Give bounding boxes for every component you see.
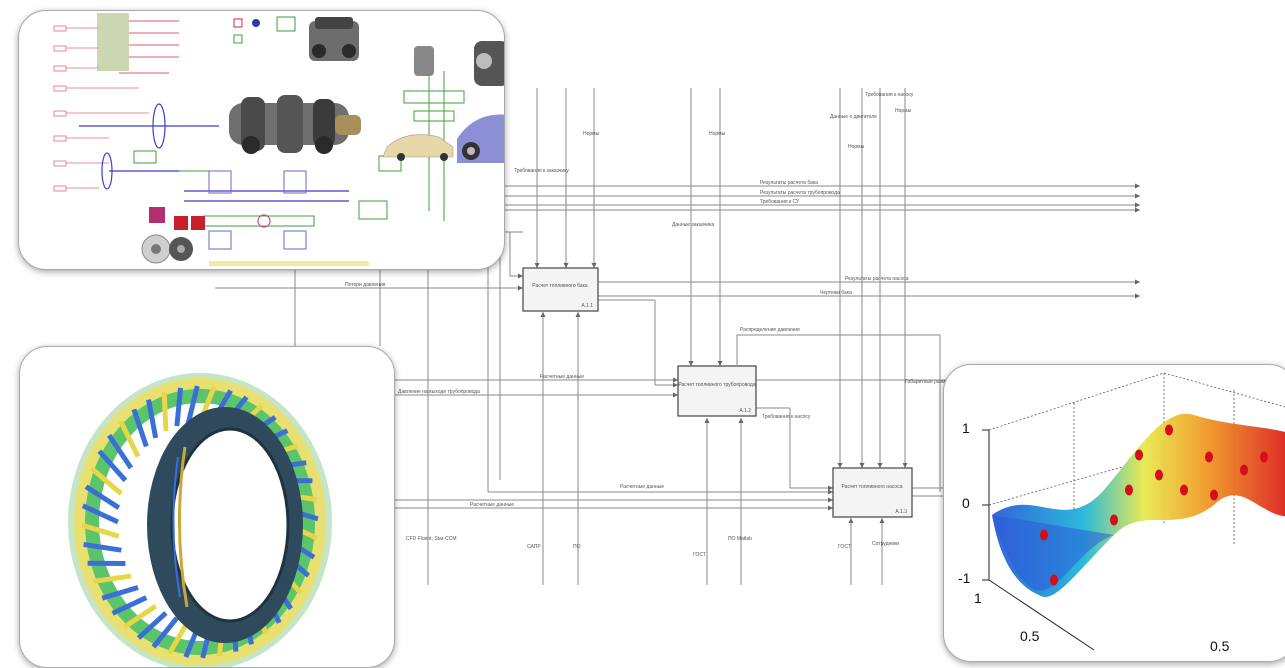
label-control-2: Нормы [583,131,600,137]
impeller-visualization [20,347,394,667]
data-point [1110,515,1118,526]
label-output-1: Результаты расчета бака [760,180,818,186]
data-point [1135,450,1143,461]
data-point [1210,490,1218,501]
data-point [1180,485,1188,496]
label-mid-6: Расчетные данные [470,502,514,508]
x-tick-1: 1 [974,590,982,606]
tire-inner-opening [172,429,288,621]
label-mid-4: Расчетные данные [620,484,664,490]
surface-plot: 1 0 -1 1 0.5 0.5 [944,365,1285,661]
block-a3-number: А.1.3 [895,509,907,515]
label-mechanism-4: ГОСТ [693,552,706,558]
block-a1-title: Расчет топливного бака [532,283,588,289]
x-tick-0-5: 0.5 [1020,628,1040,644]
schematic-bottom-bar [209,261,369,266]
block-a3-title: Расчет топливного насоса [842,484,903,490]
engine-image [309,17,359,61]
label-output-2: Результаты расчета трубопровода [760,190,840,196]
powertrain-schematic [19,11,504,269]
label-mid-7: Распределение давления [740,327,800,333]
label-mechanism-3: ПО [573,544,581,550]
idef-block-a1: Расчет топливного бака А.1.1 [523,268,598,311]
surface-plot-card: 1 0 -1 1 0.5 0.5 [943,364,1285,662]
schematic-green-panel [97,13,129,71]
label-output-3: Требования к СУ [760,199,800,205]
z-tick-1: 1 [962,420,970,436]
data-point [1260,452,1268,463]
label-output-5: Чертежи бака [820,290,852,296]
schematic-legend [234,17,295,43]
data-point [1040,530,1048,541]
impeller-blade [164,392,166,431]
label-mechanism-7: Сотрудники [872,541,899,547]
label-control-1: Требования к заказчику [514,168,569,174]
data-point [1155,470,1163,481]
gearbox-image [414,41,504,86]
block-a2-title: Расчет топливного трубопровода [678,382,755,388]
y-tick-0-5: 0.5 [1210,638,1230,654]
data-point [1240,465,1248,476]
schematic-clutches [149,171,306,249]
label-control-5: Данные о двигателе [830,114,877,120]
data-point [1205,452,1213,463]
car-image-beige [383,135,453,161]
label-mid-3: Давление на выходе трубопровода [398,389,480,395]
label-mechanism-5: ПО Matlab [728,536,752,542]
transmission-image [229,95,361,154]
label-control-3: Нормы [709,131,726,137]
data-point [1125,485,1133,496]
schematic-card [18,10,505,270]
z-tick-0: 0 [962,495,970,511]
block-a1-number: А.1.1 [581,303,593,309]
label-mid-2: Расчетные данные [540,374,584,380]
car-image-purple [457,115,504,164]
idef-block-a2: Расчет топливного трубопровода А.1.2 [678,366,756,416]
label-output-4: Результаты расчета насоса [845,276,909,282]
label-mechanism-1: CFD Fluent, Star-CCM [406,536,457,542]
idef-block-a3: Расчет топливного насоса А.1.3 [833,468,912,517]
label-control-6: Требования к насосу [865,92,914,98]
flywheel-image [142,235,193,263]
label-mechanism-2: САПР [527,544,541,550]
impeller-cfd-card [19,346,395,668]
label-control-8: Данные заказчика [672,222,714,228]
label-mid-1: Потери давления [345,282,386,288]
data-point [1165,425,1173,436]
z-tick-neg1: -1 [958,570,971,586]
label-control-7: Нормы [848,144,865,150]
block-a2-number: А.1.2 [739,408,751,414]
label-mechanism-6: ГОСТ [838,544,851,550]
label-control-4: Нормы [895,108,912,114]
data-point [1050,575,1058,586]
label-mid-5: Требования к насосу [762,414,811,420]
